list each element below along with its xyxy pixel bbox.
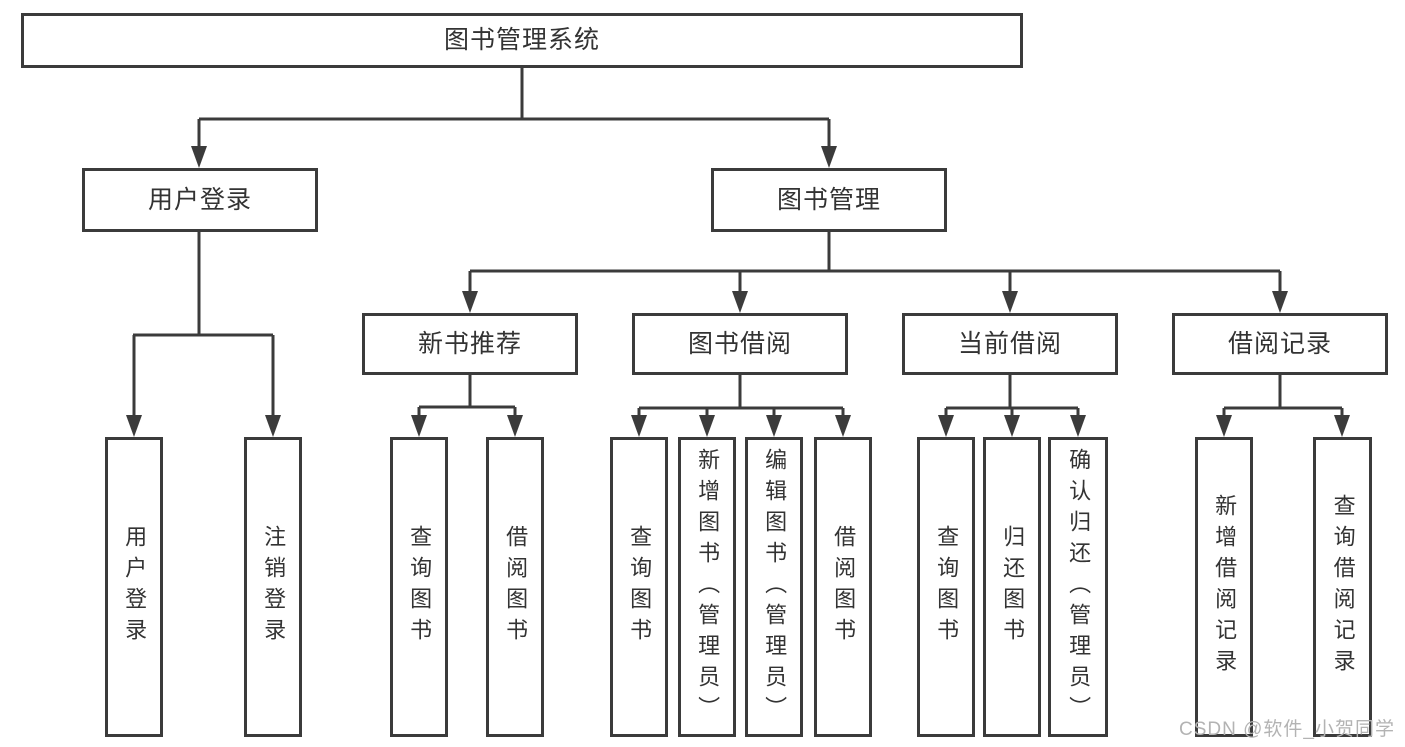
arrow-down-icon	[938, 415, 954, 437]
csdn-watermark: CSDN @软件_小贺同学	[1179, 719, 1395, 740]
leaf-borrow-edit-books-admin: 编辑图书（管理员）	[745, 437, 803, 737]
arrow-down-icon	[507, 415, 523, 437]
arrow-down-icon	[1070, 415, 1086, 437]
arrow-down-icon	[191, 146, 207, 168]
leaf-current-query-books: 查询图书	[917, 437, 975, 737]
node-current-borrow: 当前借阅	[902, 313, 1118, 375]
arrow-down-icon	[462, 291, 478, 313]
leaf-current-confirm-return-admin: 确认归还（管理员）	[1048, 437, 1108, 737]
node-user-login: 用户登录	[82, 168, 318, 232]
leaf-borrow-borrow-books: 借阅图书	[814, 437, 872, 737]
node-new-book-recommend: 新书推荐	[362, 313, 578, 375]
arrow-down-icon	[411, 415, 427, 437]
arrow-down-icon	[1004, 415, 1020, 437]
leaf-borrow-query-books: 查询图书	[610, 437, 668, 737]
node-book-borrow: 图书借阅	[632, 313, 848, 375]
arrow-down-icon	[699, 415, 715, 437]
arrow-down-icon	[1272, 291, 1288, 313]
arrow-down-icon	[1216, 415, 1232, 437]
leaf-user-login: 用户登录	[105, 437, 163, 737]
arrow-down-icon	[265, 415, 281, 437]
arrow-down-icon	[1334, 415, 1350, 437]
arrow-down-icon	[631, 415, 647, 437]
leaf-recommend-query-books: 查询图书	[390, 437, 448, 737]
leaf-logout: 注销登录	[244, 437, 302, 737]
leaf-records-add-record: 新增借阅记录	[1195, 437, 1253, 737]
arrow-down-icon	[821, 146, 837, 168]
leaf-current-return-books: 归还图书	[983, 437, 1041, 737]
leaf-borrow-add-books-admin: 新增图书（管理员）	[678, 437, 736, 737]
arrow-down-icon	[126, 415, 142, 437]
node-book-management: 图书管理	[711, 168, 947, 232]
arrow-down-icon	[766, 415, 782, 437]
arrow-down-icon	[835, 415, 851, 437]
leaf-recommend-borrow-books: 借阅图书	[486, 437, 544, 737]
node-borrow-records: 借阅记录	[1172, 313, 1388, 375]
arrow-down-icon	[732, 291, 748, 313]
leaf-records-query-record: 查询借阅记录	[1313, 437, 1372, 737]
node-root: 图书管理系统	[21, 13, 1023, 68]
arrow-down-icon	[1002, 291, 1018, 313]
